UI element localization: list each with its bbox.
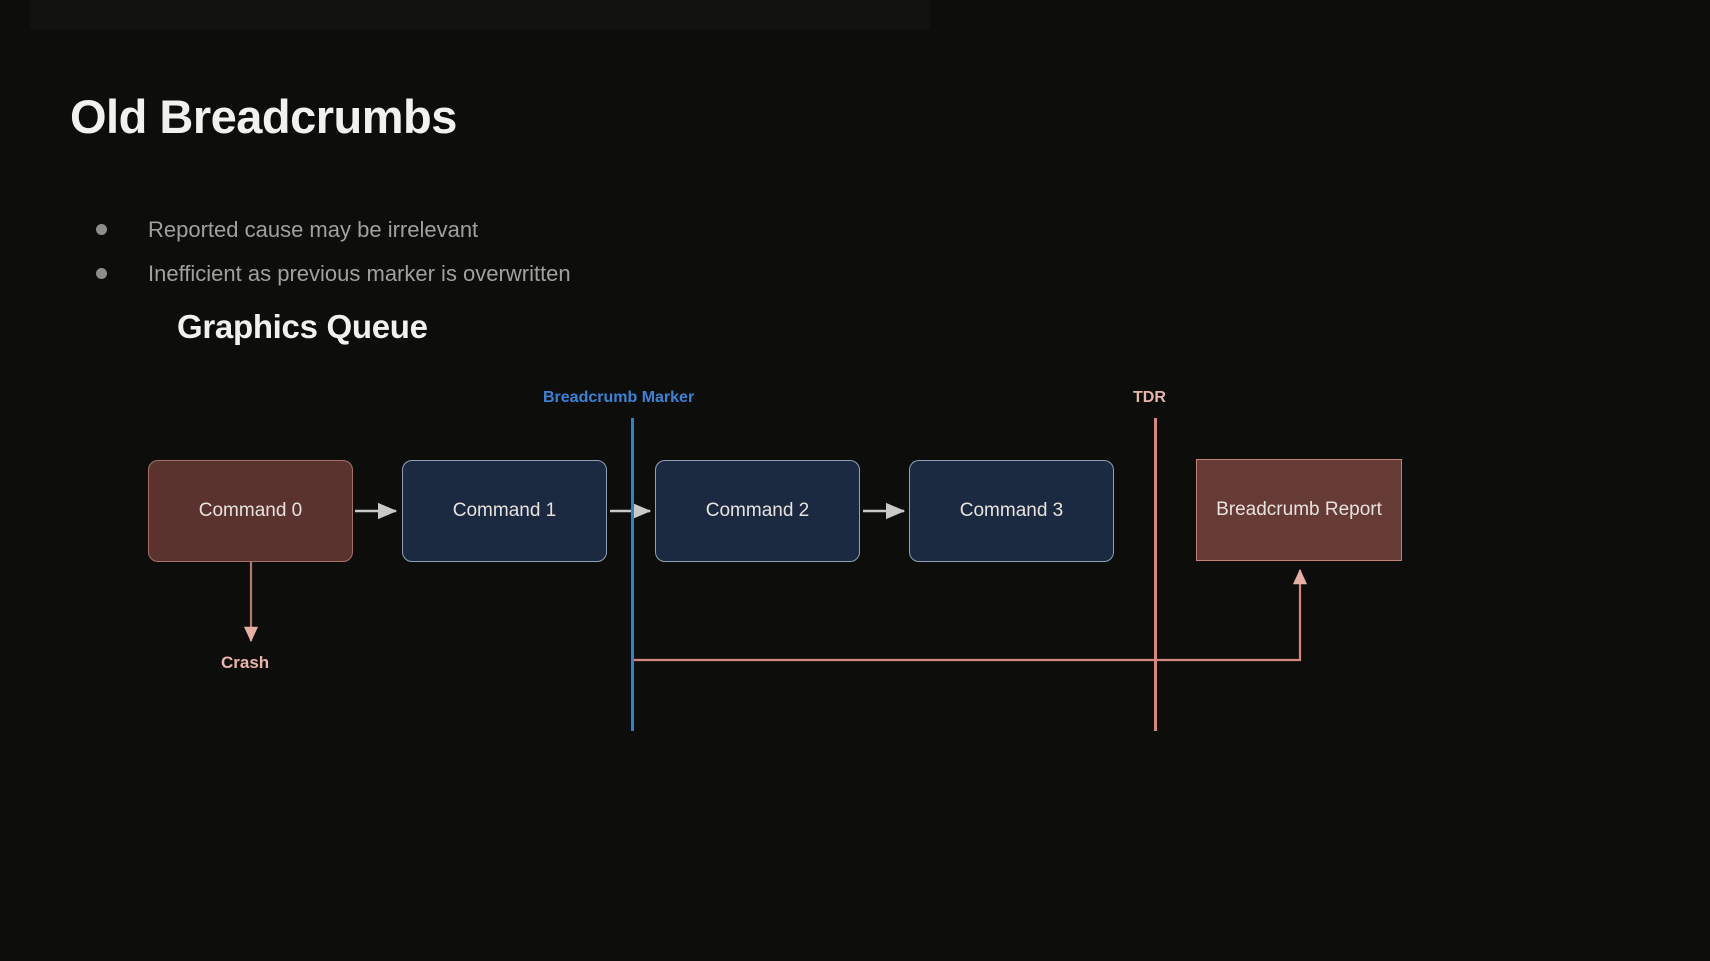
- breadcrumb-marker-label: Breadcrumb Marker: [543, 389, 695, 406]
- tdr-label: TDR: [1133, 389, 1166, 406]
- bullet-dot-icon: [96, 267, 107, 279]
- node-command-1[interactable]: Command 1: [402, 460, 607, 562]
- node-command-2[interactable]: Command 2: [655, 460, 860, 562]
- tdr-line: [1154, 418, 1157, 731]
- bullet-text: Reported cause may be irrelevant: [148, 217, 479, 242]
- node-breadcrumb-report[interactable]: Breadcrumb Report: [1196, 459, 1402, 561]
- frame-top-band: [30, 0, 930, 30]
- crash-label: Crash: [221, 653, 270, 672]
- node-command-3[interactable]: Command 3: [909, 460, 1114, 562]
- node-command-0[interactable]: Command 0: [148, 460, 353, 562]
- breadcrumb-report-path: [633, 568, 1308, 662]
- list-item: Inefficient as previous marker is overwr…: [96, 259, 996, 289]
- breadcrumb-marker-line: [631, 418, 634, 731]
- page-title: Old Breadcrumbs: [70, 90, 457, 143]
- bullet-text: Inefficient as previous marker is overwr…: [148, 260, 571, 286]
- section-title: Graphics Queue: [177, 308, 428, 345]
- list-item: Reported cause may be irrelevant: [96, 215, 996, 245]
- bullet-dot-icon: [96, 224, 107, 235]
- bullet-list: Reported cause may be irrelevant Ineffic…: [96, 215, 996, 302]
